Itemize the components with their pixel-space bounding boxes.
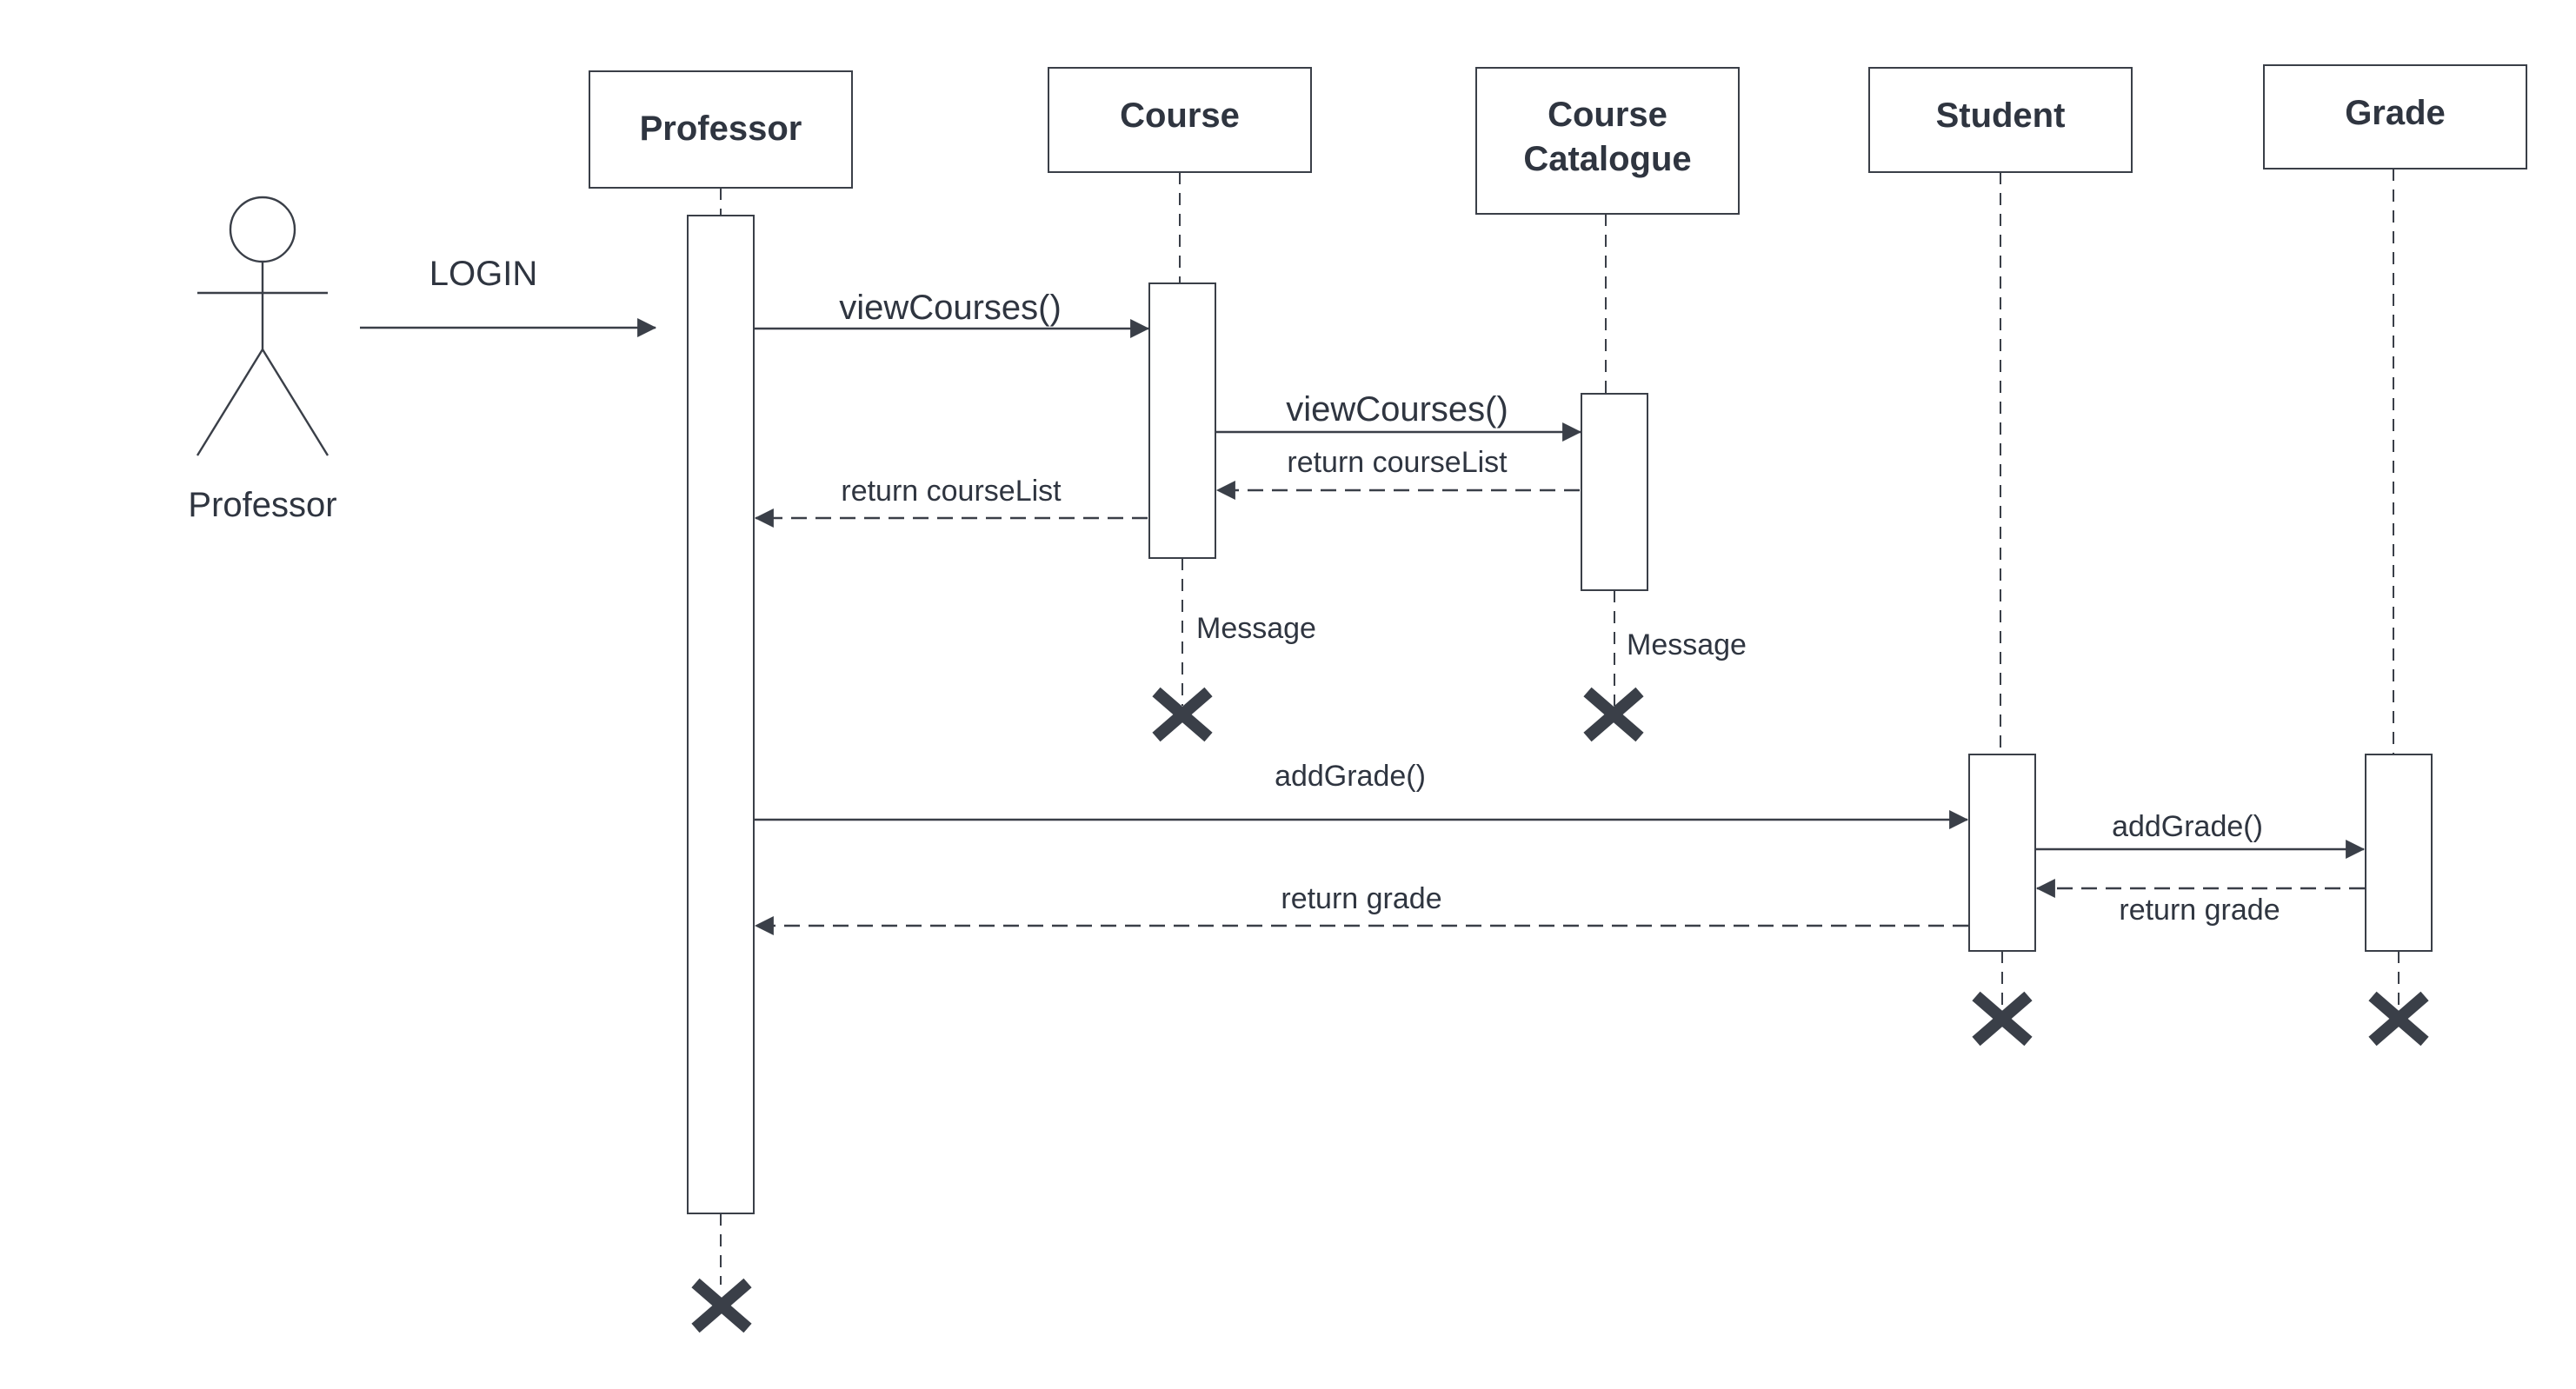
activation-bar — [1148, 282, 1216, 559]
participant-label: Professor — [640, 110, 802, 148]
message-return-courselist-1: return courseList — [754, 475, 1148, 528]
message-add-grade-1: addGrade() — [754, 760, 1969, 829]
message-label: addGrade() — [2112, 810, 2263, 843]
participant-course: Course — [1048, 67, 1312, 706]
destroy-professor-icon — [691, 1278, 752, 1333]
destroy-grade-icon — [2368, 991, 2429, 1047]
participant-course-catalogue: Course Catalogue — [1475, 67, 1740, 706]
participant-student: Student — [1868, 67, 2133, 1014]
message-view-courses-2: viewCourses() — [1215, 390, 1582, 442]
message-label: return courseList — [841, 475, 1062, 508]
message-label: return courseList — [1287, 446, 1508, 479]
message-return-grade-2: return grade — [2035, 879, 2365, 927]
actor-professor: Professor — [188, 196, 337, 524]
message-label: LOGIN — [429, 255, 537, 293]
activation-bar — [2365, 754, 2433, 952]
participant-professor: Professor — [589, 70, 853, 1285]
participant-label: Grade — [2345, 94, 2446, 132]
destroy-student-icon — [1972, 991, 2033, 1047]
message-add-grade-2: addGrade() — [2035, 810, 2366, 859]
activation-bar — [1968, 754, 2036, 952]
destroy-catalogue-icon — [1583, 687, 1644, 742]
participant-label-line2: Catalogue — [1523, 140, 1691, 178]
activation-bar — [687, 215, 755, 1214]
message-return-courselist-2: return courseList — [1215, 446, 1580, 500]
message-login: LOGIN — [360, 255, 657, 337]
actor-label: Professor — [188, 486, 336, 524]
participant-label: Course — [1120, 96, 1240, 135]
note-course-message: Message — [1196, 612, 1316, 645]
message-label: addGrade() — [1275, 760, 1426, 793]
message-label: return grade — [1281, 882, 1441, 915]
message-label: viewCourses() — [839, 289, 1062, 327]
activation-bar — [1581, 393, 1648, 591]
participant-label: Student — [1936, 96, 2066, 135]
participant-grade: Grade — [2263, 64, 2527, 1014]
stick-figure-icon — [196, 196, 329, 456]
message-return-grade-1: return grade — [754, 882, 1968, 935]
message-label: viewCourses() — [1286, 390, 1508, 429]
participant-label-line1: Course — [1548, 96, 1667, 134]
note-catalogue-message: Message — [1627, 628, 1747, 661]
message-label: return grade — [2119, 894, 2280, 927]
destroy-course-icon — [1152, 687, 1213, 742]
message-view-courses-1: viewCourses() — [754, 289, 1150, 338]
